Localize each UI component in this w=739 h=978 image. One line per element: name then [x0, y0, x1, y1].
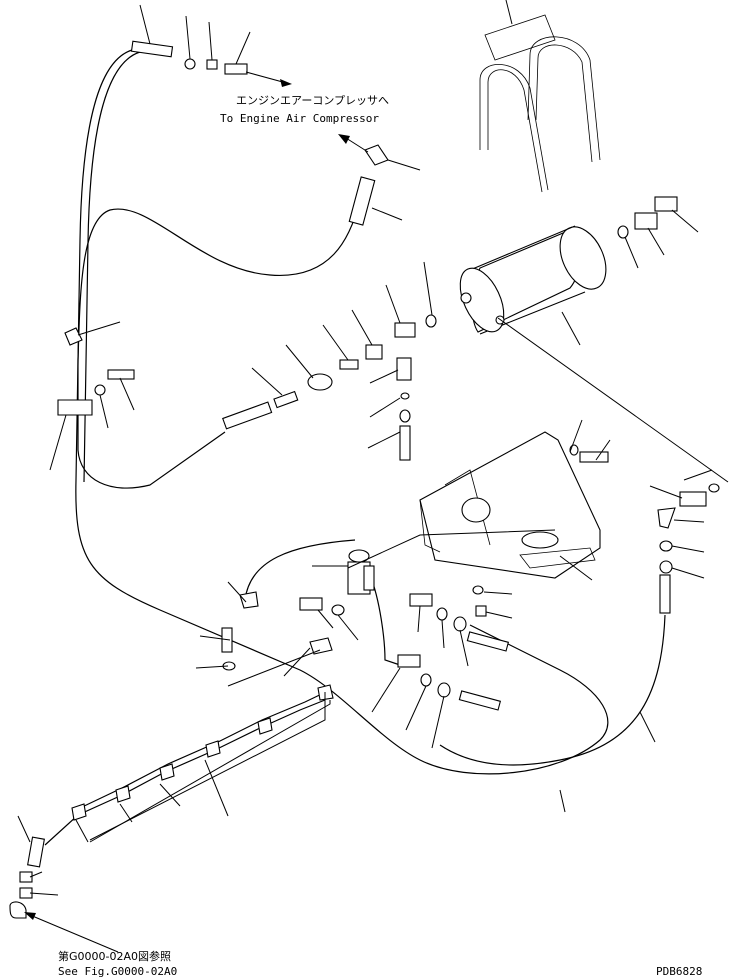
see-fig-en: See Fig.G0000-02A0 — [58, 965, 177, 978]
mounting-bracket — [419, 431, 601, 579]
to-compressor-en: To Engine Air Compressor — [220, 112, 379, 125]
hose-compressor-loop — [77, 199, 361, 489]
hose-bottom-harness — [44, 699, 326, 846]
see-fig-jp: 第G0000-02A0図参照 — [58, 949, 171, 963]
arrow-right-icon — [280, 79, 292, 87]
air-tank — [459, 225, 607, 335]
hose-right-lower — [439, 614, 666, 766]
arrows — [24, 71, 369, 953]
drawing-number: PDB6828 — [656, 965, 702, 978]
hose-mid-clip — [244, 539, 356, 601]
hose-left-vertical-inner — [83, 51, 141, 483]
arrow-to-fitting-icon — [24, 912, 36, 920]
to-compressor-jp: エンジンエアーコンプレッサへ — [236, 94, 389, 107]
fittings — [9, 40, 720, 919]
hose-left-vertical — [75, 49, 609, 775]
leader-lines — [17, 0, 729, 896]
arrow-upleft-icon — [338, 134, 350, 144]
valve-block — [347, 549, 375, 595]
u-bolts — [479, 14, 601, 193]
